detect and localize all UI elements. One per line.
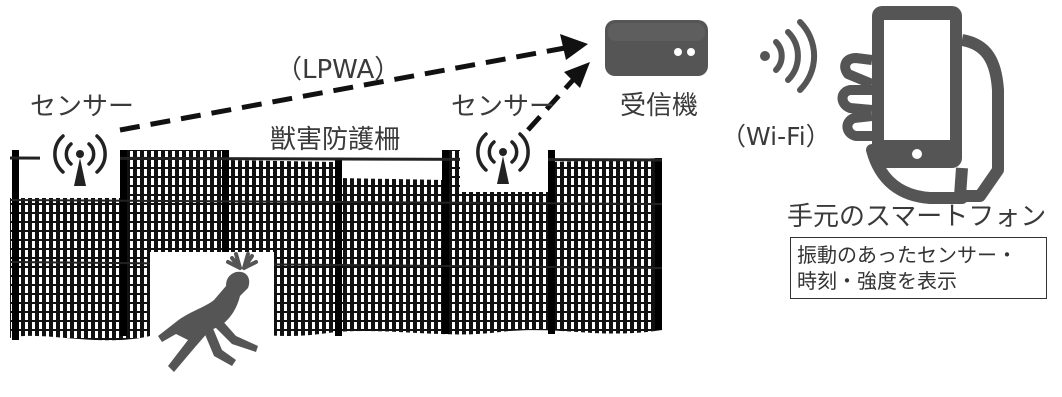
deer-icon	[158, 252, 258, 372]
info-line-2: 時刻・強度を表示	[797, 269, 957, 293]
phone-label: 手元のスマートフォン	[787, 202, 1047, 232]
router-box-icon	[605, 20, 708, 76]
sensor-right-label: センサー	[451, 92, 556, 122]
fence-label: 獣害防護柵	[270, 125, 401, 155]
sensor-left-label: センサー	[30, 92, 135, 122]
info-line-1: 振動のあったセンサー・	[797, 243, 1017, 267]
sensor-to-receiver-arrow	[526, 62, 590, 132]
lpwa-label: （LPWA）	[276, 55, 401, 85]
info-box: 振動のあったセンサー・ 時刻・強度を表示	[790, 237, 1047, 299]
hand-holding-smartphone-icon	[837, 6, 1004, 204]
antenna-tower-icon	[53, 134, 107, 186]
wifi-label: （Wi-Fi）	[721, 122, 831, 151]
lpwa-arrow	[119, 34, 588, 133]
antenna-tower-icon	[476, 132, 530, 184]
receiver-label: 受信機	[620, 91, 699, 121]
wifi-signal-icon	[760, 19, 818, 93]
